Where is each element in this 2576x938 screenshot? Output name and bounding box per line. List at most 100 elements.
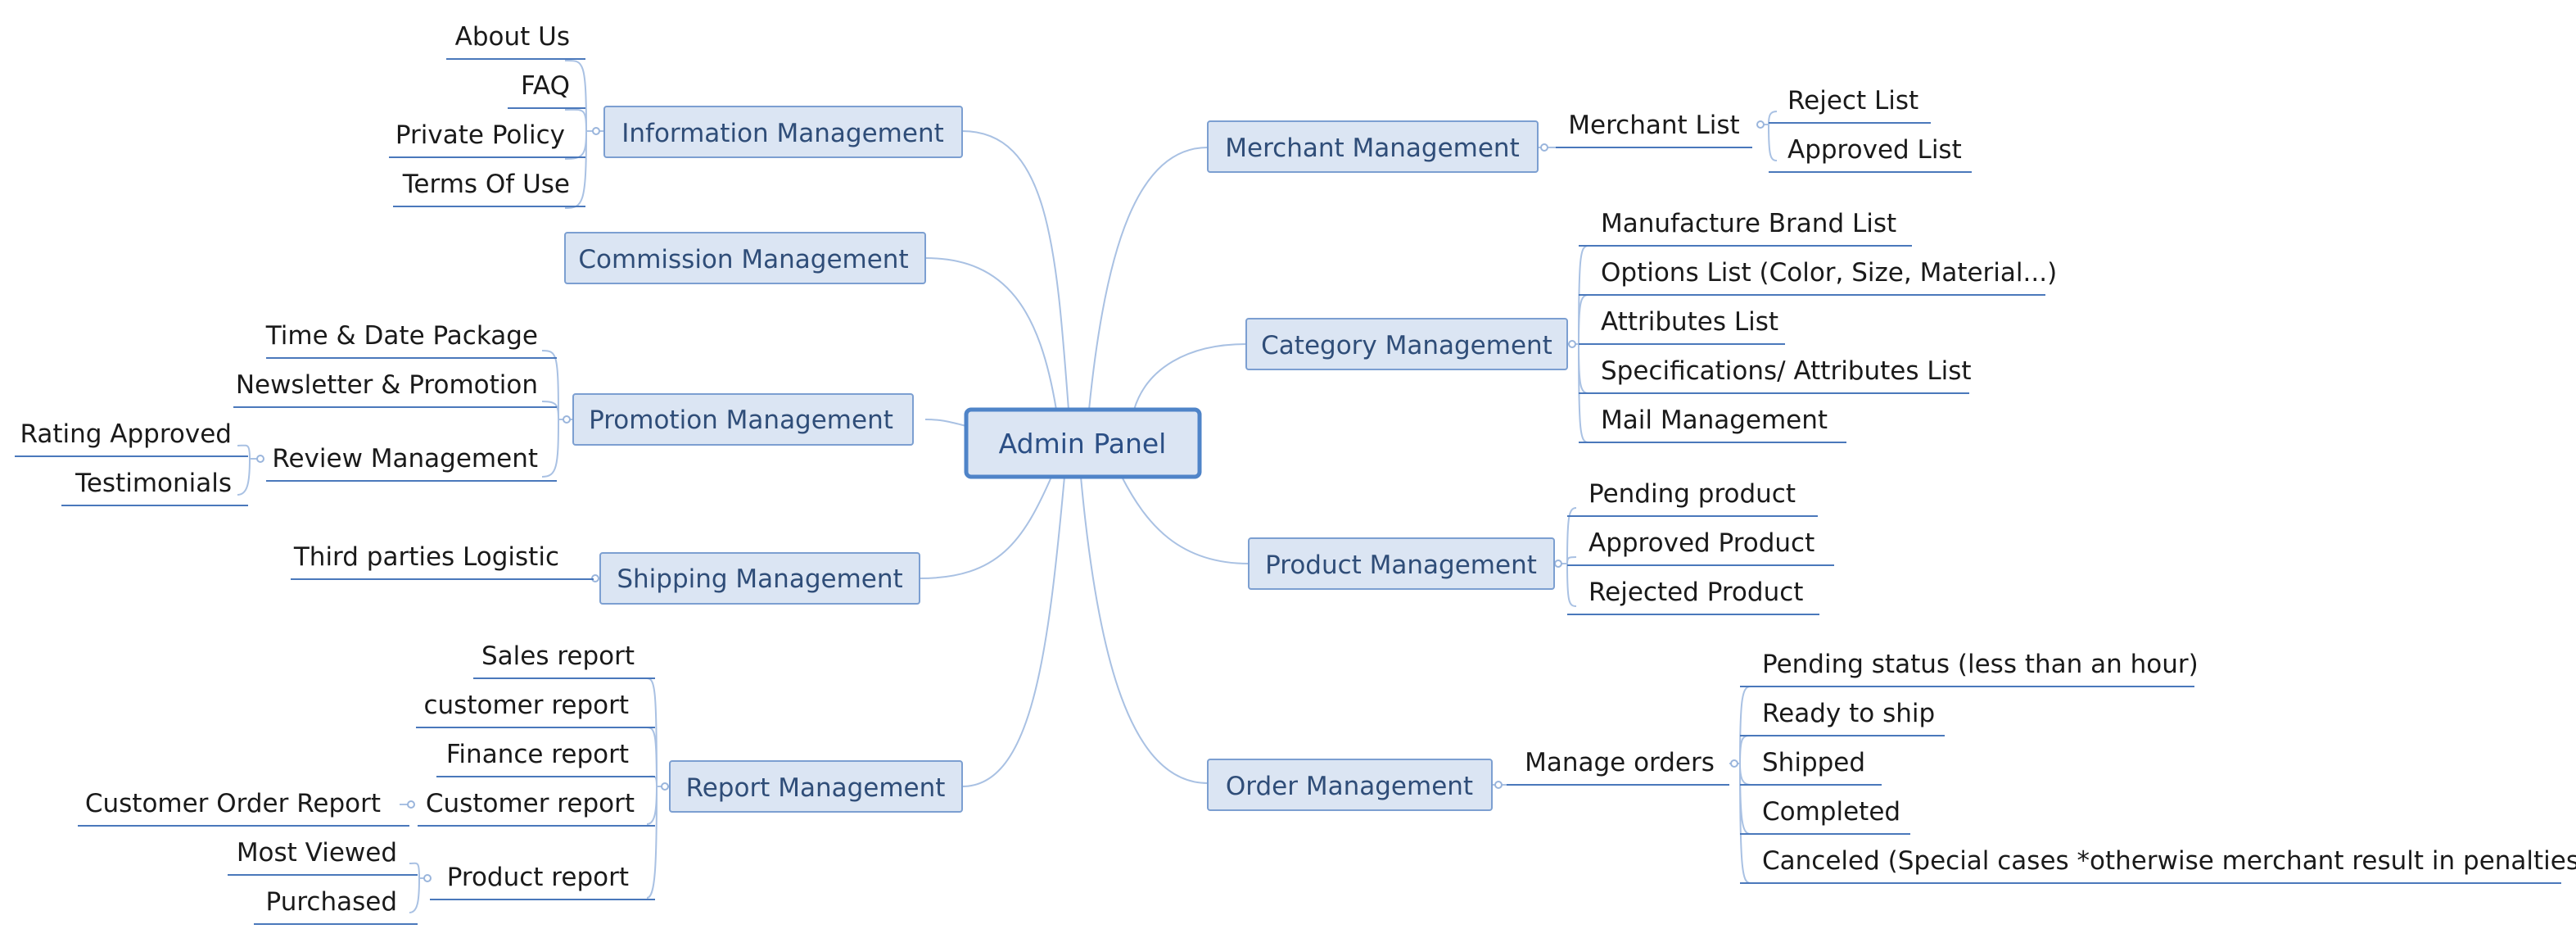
svg-text:About Us: About Us	[455, 22, 570, 52]
merchant-management-node[interactable]: Merchant Management	[1207, 120, 1539, 173]
shipping-management-node[interactable]: Shipping Management	[599, 552, 920, 605]
branch-information: Information Management About Us FAQ Priv…	[389, 22, 963, 209]
order-management-label: Order Management	[1226, 772, 1473, 801]
promotion-management-label: Promotion Management	[589, 406, 893, 435]
product-management-label: Product Management	[1265, 551, 1537, 580]
leaf-time-date-package[interactable]: Time & Date Package	[265, 321, 557, 359]
review-management-node[interactable]: Review Management	[266, 444, 557, 482]
branch-product: Product Management Pending product Appro…	[1248, 479, 1834, 615]
svg-text:Attributes List: Attributes List	[1601, 307, 1778, 337]
svg-text:Specifications/ Attributes Lis: Specifications/ Attributes List	[1601, 356, 1972, 386]
leaf-reject-list[interactable]: Reject List	[1769, 86, 1931, 124]
branch-shipping: Shipping Management Third parties Logist…	[291, 542, 920, 605]
svg-text:Rejected Product: Rejected Product	[1589, 578, 1803, 607]
svg-text:Purchased: Purchased	[266, 887, 397, 917]
svg-text:customer report: customer report	[423, 691, 629, 720]
svg-text:Completed: Completed	[1762, 797, 1900, 827]
information-management-label: Information Management	[621, 119, 944, 148]
order-management-node[interactable]: Order Management	[1207, 759, 1493, 811]
leaf-sales-report[interactable]: Sales report	[473, 641, 655, 679]
report-management-label: Report Management	[686, 773, 946, 803]
leaf-customer-report-lower[interactable]: customer report	[416, 691, 655, 728]
promotion-management-node[interactable]: Promotion Management	[572, 393, 914, 446]
branch-order: Order Management Manage orders Pending s…	[1207, 650, 2576, 884]
product-report-label: Product report	[447, 863, 629, 892]
svg-text:Ready to ship: Ready to ship	[1762, 699, 1935, 728]
merchant-list-label: Merchant List	[1568, 111, 1739, 140]
leaf-purchased[interactable]: Purchased	[254, 887, 418, 925]
leaf-pending-status[interactable]: Pending status (less than an hour)	[1740, 650, 2199, 687]
leaf-customer-order-report[interactable]: Customer Order Report	[78, 789, 409, 827]
leaf-approved-product[interactable]: Approved Product	[1567, 528, 1834, 566]
svg-text:Newsletter & Promotion: Newsletter & Promotion	[236, 370, 538, 400]
root-node[interactable]: Admin Panel	[964, 407, 1202, 479]
svg-text:Reject List: Reject List	[1787, 86, 1918, 116]
root-label: Admin Panel	[999, 428, 1167, 460]
svg-text:Canceled (Special cases *other: Canceled (Special cases *otherwise merch…	[1762, 846, 2576, 876]
customer-report-label: Customer report	[426, 789, 635, 818]
shipping-management-label: Shipping Management	[617, 564, 902, 594]
information-management-node[interactable]: Information Management	[603, 106, 963, 158]
leaf-mail-management[interactable]: Mail Management	[1579, 406, 1846, 443]
leaf-most-viewed[interactable]: Most Viewed	[228, 838, 418, 876]
commission-management-node[interactable]: Commission Management	[564, 232, 926, 284]
category-management-label: Category Management	[1261, 331, 1552, 360]
svg-text:Third parties Logistic: Third parties Logistic	[293, 542, 559, 572]
report-management-node[interactable]: Report Management	[669, 760, 963, 813]
leaf-options-list[interactable]: Options List (Color, Size, Material...)	[1579, 258, 2057, 296]
svg-text:Time & Date Package: Time & Date Package	[265, 321, 538, 351]
leaf-canceled[interactable]: Canceled (Special cases *otherwise merch…	[1740, 846, 2576, 884]
leaf-rating-approved[interactable]: Rating Approved	[15, 419, 248, 457]
svg-text:Rating Approved: Rating Approved	[20, 419, 233, 449]
branch-merchant: Merchant Management Merchant List Reject…	[1207, 86, 1972, 173]
svg-text:Shipped: Shipped	[1762, 748, 1865, 777]
leaf-pending-product[interactable]: Pending product	[1567, 479, 1818, 517]
svg-text:Pending status (less than an h: Pending status (less than an hour)	[1762, 650, 2199, 679]
leaf-specifications-attributes-list[interactable]: Specifications/ Attributes List	[1579, 356, 1972, 394]
leaf-about-us[interactable]: About Us	[446, 22, 585, 60]
leaf-ready-to-ship[interactable]: Ready to ship	[1740, 699, 1945, 736]
leaf-terms-of-use[interactable]: Terms Of Use	[393, 170, 585, 207]
leaf-testimonials[interactable]: Testimonials	[61, 469, 248, 506]
leaf-private-policy[interactable]: Private Policy	[389, 120, 585, 158]
svg-text:Sales report: Sales report	[481, 641, 635, 671]
svg-text:Pending product: Pending product	[1589, 479, 1796, 509]
svg-text:Terms Of Use: Terms Of Use	[402, 170, 570, 199]
merchant-list-node[interactable]: Merchant List	[1556, 111, 1752, 148]
root-edges	[919, 130, 1250, 787]
branch-report: Report Management Sales report customer …	[78, 641, 963, 925]
leaf-approved-list[interactable]: Approved List	[1769, 135, 1972, 173]
leaf-third-parties-logistic[interactable]: Third parties Logistic	[291, 542, 594, 580]
product-report-node[interactable]: Product report	[430, 863, 655, 900]
svg-text:Customer Order Report: Customer Order Report	[85, 789, 381, 818]
category-management-node[interactable]: Category Management	[1245, 318, 1568, 370]
leaf-shipped[interactable]: Shipped	[1740, 748, 1882, 786]
svg-text:Approved Product: Approved Product	[1589, 528, 1814, 558]
branch-promotion: Promotion Management Time & Date Package…	[15, 321, 914, 506]
svg-text:Options List (Color, Size, Mat: Options List (Color, Size, Material...)	[1601, 258, 2057, 288]
svg-text:Private Policy: Private Policy	[395, 120, 565, 150]
leaf-manufacture-brand-list[interactable]: Manufacture Brand List	[1579, 209, 1912, 247]
svg-text:Most Viewed: Most Viewed	[237, 838, 397, 868]
leaf-attributes-list[interactable]: Attributes List	[1579, 307, 1785, 345]
review-management-label: Review Management	[272, 444, 538, 474]
customer-report-node[interactable]: Customer report	[418, 789, 655, 827]
svg-text:Testimonials: Testimonials	[75, 469, 232, 498]
commission-management-label: Commission Management	[578, 245, 908, 274]
leaf-rejected-product[interactable]: Rejected Product	[1567, 578, 1819, 615]
leaf-newsletter-promotion[interactable]: Newsletter & Promotion	[233, 370, 557, 408]
leaf-faq[interactable]: FAQ	[508, 71, 585, 109]
leaf-completed[interactable]: Completed	[1740, 797, 1910, 835]
leaf-finance-report[interactable]: Finance report	[436, 740, 655, 777]
branch-category: Category Management Manufacture Brand Li…	[1245, 209, 2057, 443]
svg-text:Approved List: Approved List	[1787, 135, 1962, 165]
svg-text:Mail Management: Mail Management	[1601, 406, 1828, 435]
manage-orders-label: Manage orders	[1525, 748, 1715, 777]
product-management-node[interactable]: Product Management	[1248, 537, 1555, 590]
svg-text:Finance report: Finance report	[446, 740, 629, 769]
svg-text:Manufacture Brand List: Manufacture Brand List	[1601, 209, 1896, 238]
manage-orders-node[interactable]: Manage orders	[1507, 748, 1729, 786]
svg-text:FAQ: FAQ	[521, 71, 570, 101]
merchant-management-label: Merchant Management	[1225, 134, 1519, 163]
